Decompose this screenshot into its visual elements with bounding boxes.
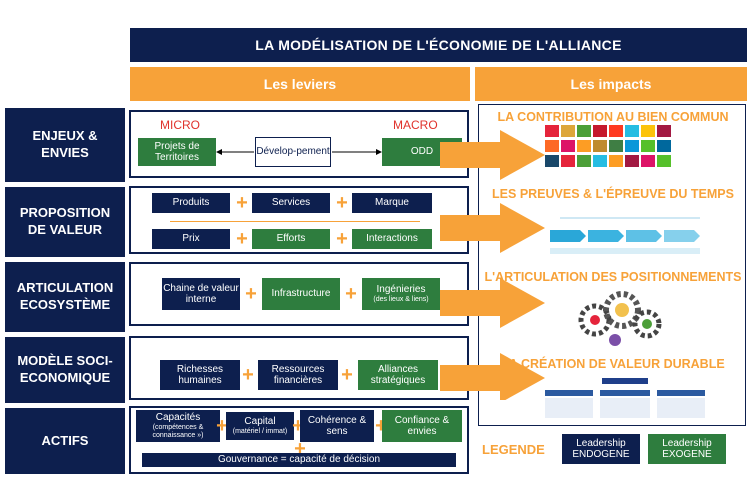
plus-icon: + [245,282,257,305]
legend-endogene: Leadership ENDOGENE [562,434,640,464]
row-label-actifs: ACTIFS [5,408,125,474]
orange-arrows [440,130,545,400]
impacts-header: Les impacts [475,67,747,101]
row-label-line: ECOSYSTÈME [19,297,111,312]
developpement-box: Dévelop-pement [255,137,331,167]
plus-icon: + [345,282,357,305]
gears-image [578,291,662,346]
impact-title: LES PREUVES & L'ÉPREUVE DU TEMPS [492,187,734,201]
capacites-label: Capacités [155,412,201,424]
ingenieries-box: Ingénieries (des lieux & liens) [362,278,440,310]
capital-sub: (matériel / immat) [232,427,288,435]
infrastructure-box: Infrastructure [262,278,340,310]
macro-label: MACRO [393,118,438,132]
plus-icon: + [292,414,304,437]
micro-label: MICRO [160,118,200,132]
marque-box: Marque [352,193,432,213]
gouvernance-box: Gouvernance = capacité de décision [142,453,456,467]
ingenieries-sub: (des lieux & liens) [373,295,429,303]
arrow-icon [440,130,545,180]
row-label-enjeux: ENJEUX &ENVIES [5,108,125,182]
produits-box: Produits [152,193,230,213]
row-label-line: ECONOMIQUE [19,370,111,385]
alliances-box: Alliances stratégiques [358,360,438,390]
capital-box: Capital (matériel / immat) [226,412,294,440]
capacites-box: Capacités (compétences & connaissance ») [136,410,220,442]
capacites-sub: (compétences & connaissance ») [152,423,204,439]
row-label-line: ENVIES [41,145,89,160]
services-box: Services [252,193,330,213]
capital-label: Capital [244,416,276,428]
plus-icon: + [336,227,348,250]
row-label-line: ENJEUX & [32,128,98,144]
row-label-line: ARTICULATION [16,280,114,296]
plus-icon: + [375,414,387,437]
projets-box: Projets de Territoires [138,138,216,166]
legend-exogene: Leadership EXOGENE [648,434,726,464]
arrow-icon [440,203,545,253]
leviers-header: Les leviers [130,67,470,101]
timeline-image [540,210,710,260]
plus-icon: + [336,191,348,214]
table-image [545,378,705,418]
plus-icon: + [294,437,306,460]
arrow-icon [440,353,545,400]
double-arrow-connector [216,149,382,155]
confiance-box: Confiance & envies [382,410,462,442]
ressources-box: Ressources financières [258,360,338,390]
legend-label: LEGENDE [482,442,545,457]
plus-icon: + [242,363,254,386]
chaine-box: Chaine de valeur interne [162,278,240,310]
efforts-box: Efforts [252,229,330,249]
sdg-icons-image [545,125,671,167]
prix-box: Prix [152,229,230,249]
row-label-line: MODÈLE SOCI- [17,353,113,369]
row-label-line: PROPOSITION [19,205,111,221]
coherence-box: Cohérence & sens [300,410,374,442]
ingenieries-label: Ingénieries [376,284,426,296]
interactions-box: Interactions [352,229,432,249]
impact-title: LA CRÉATION DE VALEUR DURABLE [501,357,725,371]
impact-title: L'ARTICULATION DES POSITIONNEMENTS [484,270,742,284]
impact-title: LA CONTRIBUTION AU BIEN COMMUN [497,110,729,124]
plus-icon: + [236,191,248,214]
arrow-icon [440,278,545,328]
plus-icon: + [236,227,248,250]
page-title: LA MODÉLISATION DE L'ÉCONOMIE DE L'ALLIA… [130,28,747,62]
richesses-box: Richesses humaines [160,360,240,390]
row-label-modele: MODÈLE SOCI-ECONOMIQUE [5,337,125,403]
plus-icon: + [341,363,353,386]
plus-icon: + [216,414,228,437]
divider [170,221,420,222]
row-label-line: ACTIFS [41,432,89,448]
row-label-line: DE VALEUR [27,222,103,237]
